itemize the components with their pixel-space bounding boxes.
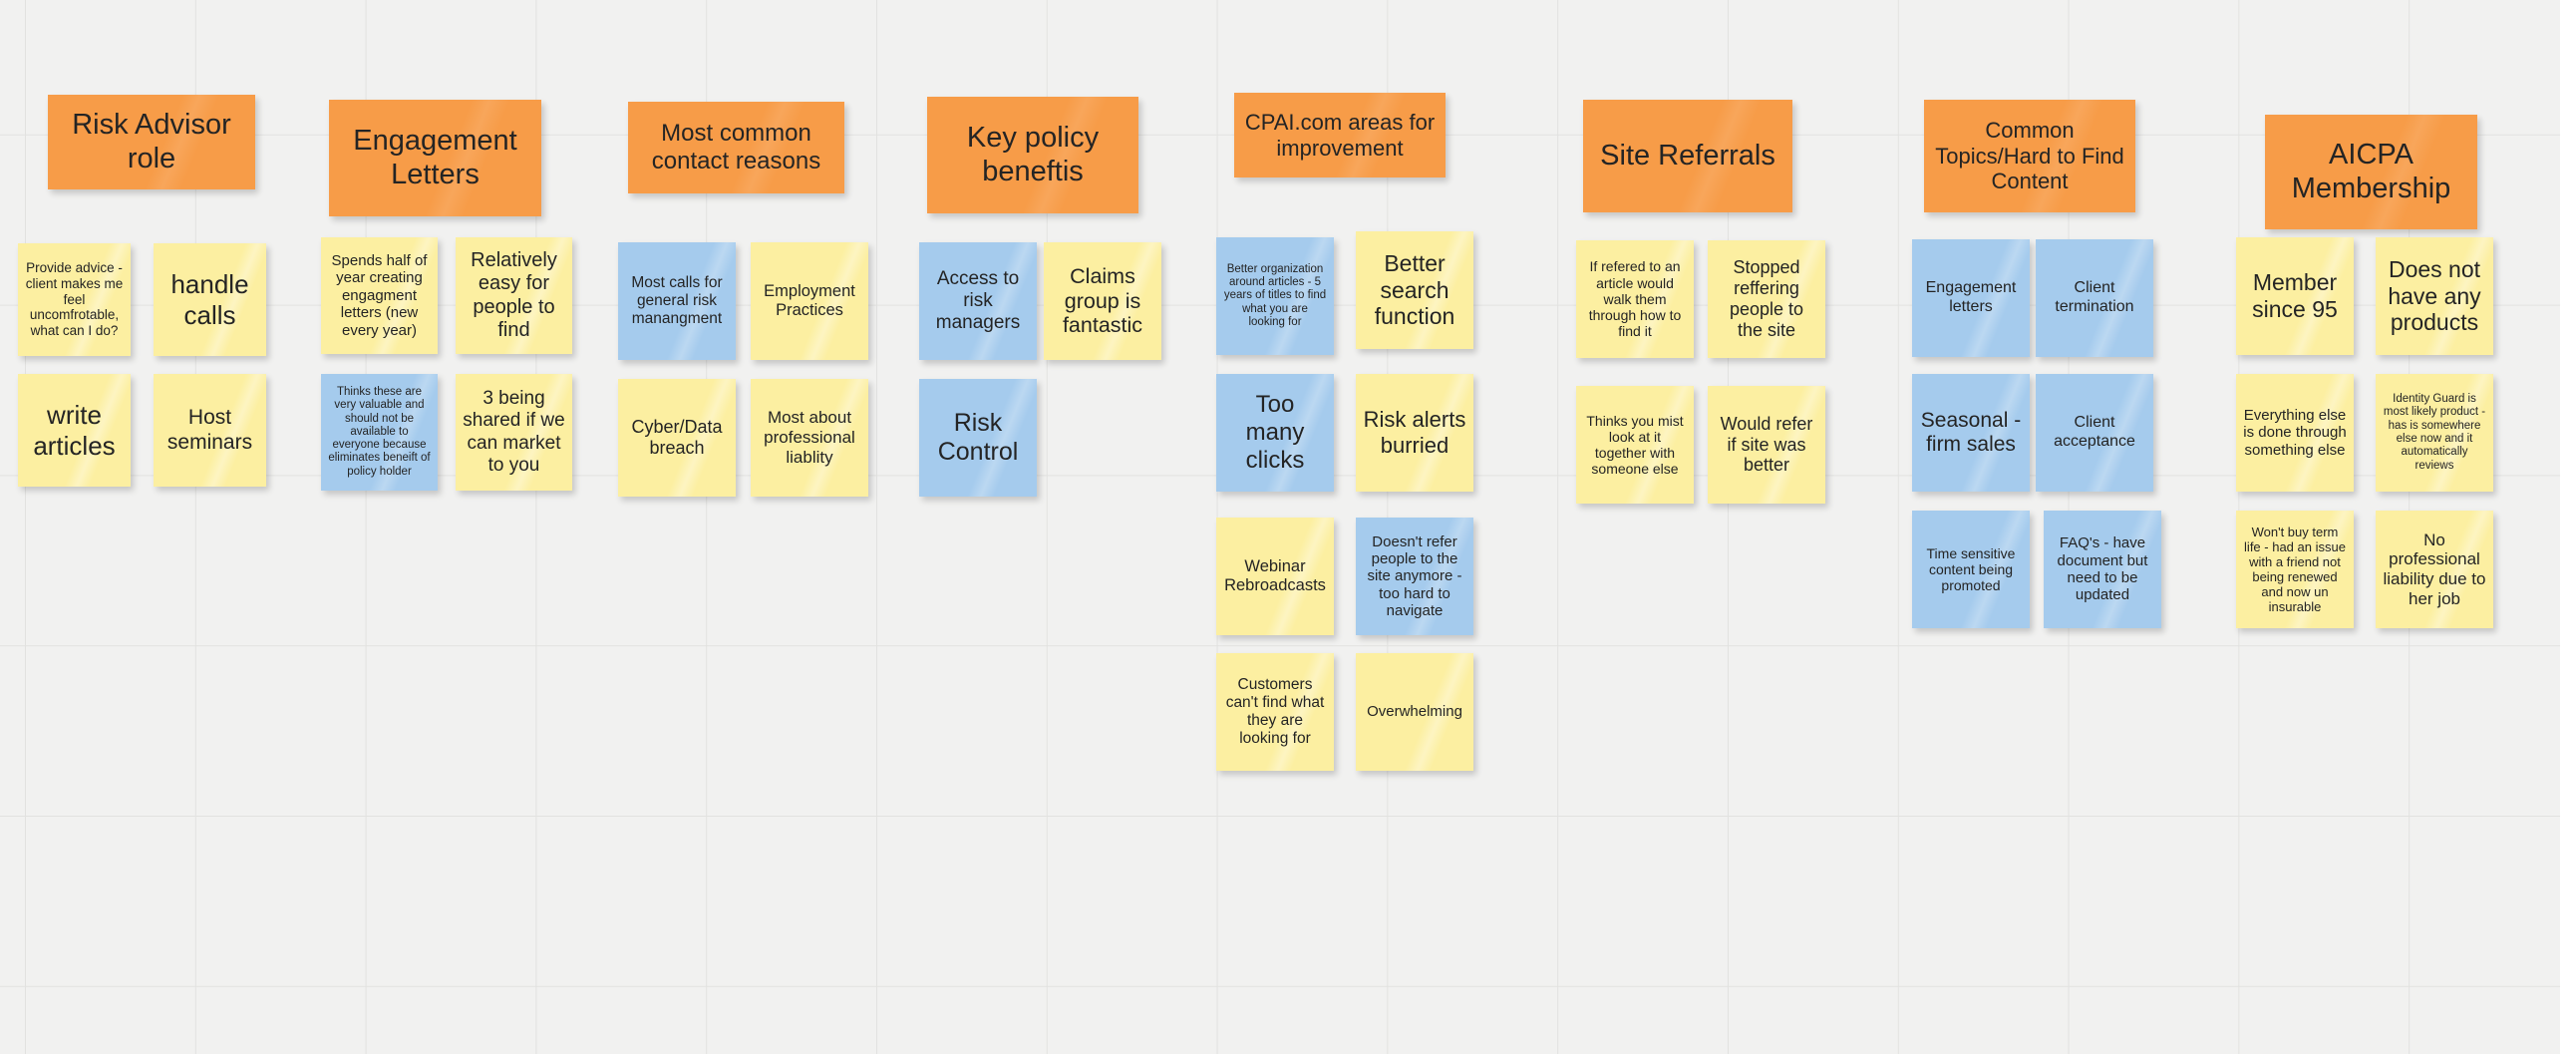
sticky-note[interactable]: Client acceptance	[2036, 374, 2153, 492]
note-text: Client acceptance	[2054, 414, 2135, 450]
note-text: Member since 95	[2252, 269, 2338, 322]
sticky-note[interactable]: Identity Guard is most likely product - …	[2376, 374, 2493, 492]
sticky-note[interactable]: Claims group is fantastic	[1044, 242, 1161, 360]
note-text: Stopped reffering people to the site	[1729, 257, 1804, 340]
sticky-note[interactable]: Host seminars	[154, 374, 266, 487]
note-text: Seasonal - firm sales	[1920, 408, 2022, 456]
note-text: Engagement Letters	[353, 124, 517, 190]
sticky-note[interactable]: Would refer if site was better	[1708, 386, 1825, 504]
note-text: Key policy beneftis	[966, 121, 1100, 187]
sticky-note[interactable]: Engagement letters	[1912, 239, 2030, 357]
note-text: Relatively easy for people to find	[471, 249, 557, 341]
note-text: Customers can't find what they are looki…	[1225, 676, 1325, 747]
note-text: Too many clicks	[1245, 391, 1305, 474]
column-header-risk-advisor-role[interactable]: Risk Advisor role	[48, 95, 255, 189]
sticky-note[interactable]: If refered to an article would walk them…	[1576, 240, 1694, 358]
note-text: Better search function	[1374, 249, 1455, 330]
note-text: Host seminars	[166, 406, 253, 454]
sticky-note[interactable]: Won't buy term life - had an issue with …	[2236, 511, 2354, 628]
sticky-note[interactable]: Employment Practices	[751, 242, 868, 360]
sticky-note[interactable]: Everything else is done through somethin…	[2236, 374, 2354, 492]
sticky-note[interactable]: Customers can't find what they are looki…	[1216, 653, 1334, 771]
note-text: Everything else is done through somethin…	[2243, 406, 2347, 459]
sticky-note[interactable]: Doesn't refer people to the site anymore…	[1356, 518, 1473, 635]
note-text: Thinks you mist look at it together with…	[1586, 412, 1684, 478]
note-text: Overwhelming	[1367, 703, 1462, 721]
sticky-note[interactable]: Provide advice - client makes me feel un…	[18, 243, 131, 356]
sticky-note[interactable]: Client termination	[2036, 239, 2153, 357]
note-text: Time sensitive content being promoted	[1926, 544, 2016, 594]
sticky-note[interactable]: Too many clicks	[1216, 374, 1334, 492]
sticky-note[interactable]: Most calls for general risk manangment	[618, 242, 736, 360]
canvas-right-edge	[2560, 0, 2576, 1054]
note-text: Engagement letters	[1925, 279, 2017, 315]
sticky-note[interactable]: Time sensitive content being promoted	[1912, 511, 2030, 628]
note-text: Site Referrals	[1600, 139, 1775, 172]
note-text: Identity Guard is most likely product - …	[2383, 393, 2486, 472]
note-text: Does not have any products	[2388, 255, 2481, 336]
note-text: Risk Advisor role	[72, 108, 231, 175]
column-header-aicpa-membership[interactable]: AICPA Membership	[2265, 115, 2477, 229]
column-header-site-referrals[interactable]: Site Referrals	[1583, 100, 1792, 212]
note-text: 3 being shared if we can market to you	[463, 388, 565, 476]
sticky-note[interactable]: Overwhelming	[1356, 653, 1473, 771]
sticky-note[interactable]: 3 being shared if we can market to you	[456, 374, 572, 491]
note-text: Would refer if site was better	[1720, 413, 1813, 476]
sticky-note[interactable]: Member since 95	[2236, 237, 2354, 355]
sticky-note[interactable]: No professional liability due to her job	[2376, 511, 2493, 628]
sticky-note[interactable]: Spends half of year creating engagment l…	[321, 237, 438, 354]
note-text: FAQ's - have document but need to be upd…	[2057, 534, 2148, 604]
note-text: Employment Practices	[764, 281, 855, 319]
sticky-note[interactable]: Risk Control	[919, 379, 1037, 497]
note-text: Claims group is fantastic	[1062, 263, 1143, 338]
note-text: Won't buy term life - had an issue with …	[2244, 524, 2346, 615]
sticky-note[interactable]: Does not have any products	[2376, 237, 2493, 355]
sticky-note[interactable]: Cyber/Data breach	[618, 379, 736, 497]
sticky-note[interactable]: Better search function	[1356, 231, 1473, 349]
sticky-note[interactable]: Access to risk managers	[919, 242, 1037, 360]
note-text: Risk alerts burried	[1363, 407, 1466, 458]
note-text: CPAI.com areas for improvement	[1244, 109, 1436, 161]
sticky-note[interactable]: Most about professional liablity	[751, 379, 868, 497]
sticky-note[interactable]: Relatively easy for people to find	[456, 237, 572, 354]
note-text: Spends half of year creating engagment l…	[331, 252, 428, 339]
note-text: write articles	[33, 400, 116, 461]
sticky-note[interactable]: write articles	[18, 374, 131, 487]
note-text: Risk Control	[937, 409, 1019, 466]
note-text: Client termination	[2055, 279, 2134, 315]
note-text: Most about professional liablity	[764, 408, 855, 467]
column-header-key-policy-benefits[interactable]: Key policy beneftis	[927, 97, 1138, 213]
note-text: Provide advice - client makes me feel un…	[25, 260, 124, 338]
note-text: AICPA Membership	[2291, 138, 2451, 204]
note-text: Doesn't refer people to the site anymore…	[1367, 532, 1462, 620]
sticky-note[interactable]: handle calls	[154, 243, 266, 356]
note-text: If refered to an article would walk them…	[1588, 258, 1682, 340]
column-header-common-topics-hard-to-find-content[interactable]: Common Topics/Hard to Find Content	[1924, 100, 2135, 212]
note-text: Thinks these are very valuable and shoul…	[328, 385, 431, 478]
sticky-note[interactable]: Thinks these are very valuable and shoul…	[321, 374, 438, 491]
note-text: Access to risk managers	[935, 267, 1021, 334]
note-text: Cyber/Data breach	[631, 417, 723, 458]
note-text: No professional liability due to her job	[2383, 529, 2486, 608]
sticky-note[interactable]: Seasonal - firm sales	[1912, 374, 2030, 492]
note-text: Most common contact reasons	[651, 120, 821, 175]
note-text: Better organization around articles - 5 …	[1223, 262, 1327, 328]
note-text: Webinar Rebroadcasts	[1224, 556, 1326, 594]
note-text: handle calls	[170, 269, 249, 330]
sticky-note[interactable]: Webinar Rebroadcasts	[1216, 518, 1334, 635]
sticky-note[interactable]: FAQ's - have document but need to be upd…	[2044, 511, 2161, 628]
column-header-most-common-contact-reasons[interactable]: Most common contact reasons	[628, 102, 844, 193]
sticky-note[interactable]: Better organization around articles - 5 …	[1216, 237, 1334, 355]
column-header-cpai-areas-for-improvement[interactable]: CPAI.com areas for improvement	[1234, 93, 1446, 177]
column-header-engagement-letters[interactable]: Engagement Letters	[329, 100, 541, 216]
sticky-note[interactable]: Risk alerts burried	[1356, 374, 1473, 492]
note-text: Common Topics/Hard to Find Content	[1935, 118, 2124, 194]
sticky-note[interactable]: Thinks you mist look at it together with…	[1576, 386, 1694, 504]
sticky-note[interactable]: Stopped reffering people to the site	[1708, 240, 1825, 358]
note-text: Most calls for general risk manangment	[631, 274, 723, 327]
